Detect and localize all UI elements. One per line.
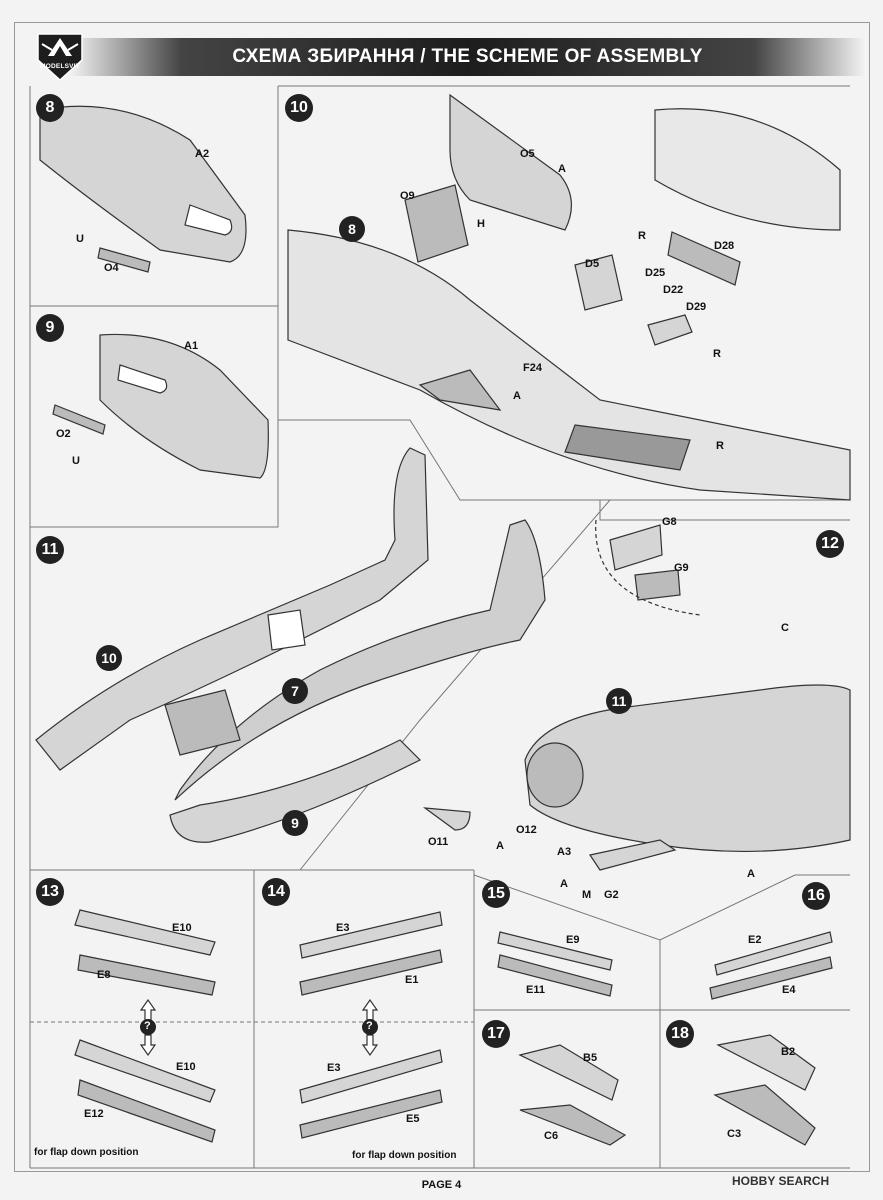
question-mark: ?	[366, 1020, 373, 1032]
part-label: A2	[195, 148, 210, 160]
part-label: E9	[566, 934, 580, 946]
part-label: U	[76, 233, 84, 245]
part-label: E1	[405, 974, 419, 986]
step-10-badge: 10	[285, 94, 313, 122]
callout-step-8: 8	[339, 216, 365, 242]
part-label: B2	[781, 1046, 796, 1058]
modelsvit-logo: MODELSVIT	[32, 30, 88, 82]
part-label: O4	[104, 262, 119, 274]
part-label: E10	[176, 1061, 196, 1073]
part-label: B5	[583, 1052, 598, 1064]
part-label: O12	[516, 824, 537, 836]
part-label: O2	[56, 428, 71, 440]
part-label: D25	[645, 267, 666, 279]
part-label: A	[558, 163, 566, 175]
page-title: СХЕМА ЗБИРАННЯ / THE SCHEME OF ASSEMBLY	[232, 46, 703, 67]
step-15-badge: 15	[482, 880, 510, 908]
part-label: E3	[336, 922, 350, 934]
callout-step-10: 10	[96, 645, 122, 671]
part-label: G2	[604, 889, 619, 901]
page-number: PAGE 4	[421, 1179, 462, 1191]
part-label: O11	[428, 836, 449, 848]
part-label: C	[781, 622, 789, 634]
part-label: U	[72, 455, 80, 467]
part-label: R	[716, 440, 724, 452]
page-frame	[14, 22, 870, 1172]
step-17-badge: 17	[482, 1020, 510, 1048]
part-label: E4	[782, 984, 796, 996]
part-label: D28	[714, 240, 735, 252]
part-label: E11	[526, 984, 545, 996]
part-label: E10	[172, 922, 192, 934]
callout-step-9: 9	[282, 810, 308, 836]
part-label: E5	[406, 1113, 420, 1125]
part-label: E2	[748, 934, 762, 946]
part-label: A	[496, 840, 504, 852]
part-label: D29	[686, 301, 707, 313]
part-label: A3	[557, 846, 572, 858]
part-label: E3	[327, 1062, 341, 1074]
part-label: G8	[662, 516, 677, 528]
part-label: A	[513, 390, 521, 402]
part-label: A1	[184, 340, 199, 352]
part-label: E12	[84, 1108, 104, 1120]
step-11-badge: 11	[36, 536, 64, 564]
part-label: M	[582, 889, 592, 901]
part-label: A	[560, 878, 568, 890]
flap-note: for flap down position	[34, 1147, 139, 1158]
callout-step-11: 11	[606, 688, 632, 714]
flap-note: for flap down position	[352, 1150, 457, 1161]
part-label: E8	[97, 969, 111, 981]
step-13-badge: 13	[36, 878, 64, 906]
step-16-badge: 16	[802, 882, 830, 910]
header-banner: СХЕМА ЗБИРАННЯ / THE SCHEME OF ASSEMBLY	[70, 38, 865, 76]
step-14-badge: 14	[262, 878, 290, 906]
part-label: D5	[585, 258, 600, 270]
question-mark: ?	[144, 1020, 151, 1032]
step-8-badge: 8	[36, 94, 64, 122]
part-label: R	[638, 230, 646, 242]
logo-text: MODELSVIT	[40, 63, 80, 70]
part-label: A	[747, 868, 755, 880]
part-label: D22	[663, 284, 684, 296]
part-label: O5	[520, 148, 535, 160]
step-12-badge: 12	[816, 530, 844, 558]
part-label: G9	[674, 562, 689, 574]
part-label: C3	[727, 1128, 742, 1140]
step-9-badge: 9	[36, 314, 64, 342]
part-label: C6	[544, 1130, 559, 1142]
step-18-badge: 18	[666, 1020, 694, 1048]
part-label: O9	[400, 190, 415, 202]
part-label: R	[713, 348, 721, 360]
callout-step-7: 7	[282, 678, 308, 704]
watermark: HOBBY SEARCH	[732, 1174, 830, 1188]
part-label: H	[477, 218, 485, 230]
part-label: F24	[523, 362, 542, 374]
